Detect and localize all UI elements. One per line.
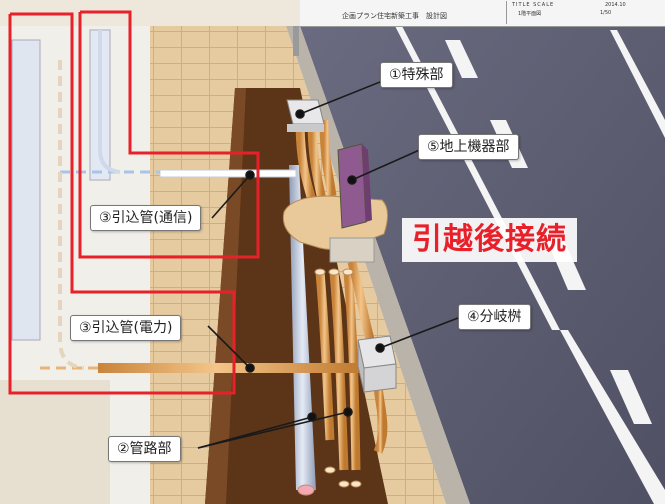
label-lead-in-power: ③引込管(電力) (70, 315, 182, 341)
power-riser (58, 60, 85, 370)
power-lead-pipe (98, 363, 360, 373)
label-branch-box: ④分岐桝 (458, 304, 531, 330)
highlight-outlines (8, 10, 260, 395)
pipe-caps (314, 268, 362, 488)
pole (293, 26, 299, 56)
window-left (11, 39, 41, 341)
label-conduit: ②管路部 (108, 436, 181, 462)
scale-box (506, 1, 665, 24)
drawing-title-block: 企画プラン住宅新築工事 設計図 TITLE SCALE 1階平面図 2014.1… (300, 0, 665, 27)
comm-lead-pipe (159, 169, 297, 178)
branch-box-front (363, 363, 397, 393)
drawing-title: 企画プラン住宅新築工事 設計図 (342, 12, 447, 20)
label-ground-equipment: ⑤地上機器部 (418, 134, 519, 160)
platform-support (329, 237, 375, 263)
label-special-part: ①特殊部 (380, 62, 453, 88)
curb (286, 26, 470, 504)
leader-lines (197, 77, 459, 449)
drawing-date: 2014.10 (605, 2, 626, 8)
scale-value: 1/50 (600, 10, 612, 16)
comm-riser (98, 30, 121, 174)
conduit-end (297, 484, 315, 496)
road (300, 26, 665, 504)
main-conduit (289, 165, 316, 490)
ground-equipment (337, 143, 367, 229)
ground-equipment-side (362, 144, 372, 222)
scale-caption: TITLE SCALE (512, 2, 555, 8)
label-lead-in-comm: ③引込管(通信) (90, 205, 202, 231)
special-part-base (287, 124, 324, 132)
annotation-after-move-connection: 引越後接続 (402, 218, 577, 262)
building-base (0, 380, 110, 504)
plan-name: 1階平面図 (518, 11, 542, 17)
branch-box-top (357, 335, 397, 369)
